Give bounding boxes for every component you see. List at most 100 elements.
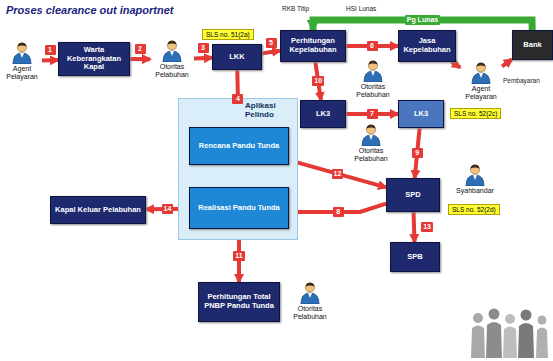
note-label: RKB Titip [282,5,309,12]
actor-label: Otoritas Pelabuhan [350,147,392,162]
person-head [17,43,26,52]
person-hair [18,43,27,47]
box-label: Perhitungan Kepelabuhan [284,37,342,54]
panel-heading: Aplikasi Pelindo [245,102,293,120]
process-box: LK3 [300,100,346,128]
step-number: 8 [333,207,344,217]
person-collar [369,135,373,140]
person-icon [298,282,322,304]
person-icon [160,40,184,62]
person-collar [20,53,24,58]
person-collar [473,175,477,180]
flow-arrow [262,51,280,54]
person-icon [359,124,383,146]
person-body [364,71,382,82]
silhouette-head [505,314,515,324]
actor-figure: Otoritas Pelabuhan [352,60,394,98]
silhouette-body [536,328,548,359]
actor-label: Agent Pelayaran [460,85,502,100]
person-head [305,283,314,292]
box-label: Rencana Pandu Tunda [199,142,279,151]
note-tag: SLS no. 51(2a) [202,29,254,40]
process-box: Realisasi Pandu Tunda [189,187,289,229]
box-label: Bank [523,41,541,50]
process-box: Bank [512,30,553,60]
process-box: LK3 [398,100,444,128]
silhouette-head [489,309,500,320]
person-body [13,53,31,64]
actor-figure: Syahbandar [452,164,498,195]
actor-figure: Otoritas Pelabuhan [288,282,332,320]
note-text: SLS no. 52(2d) [452,206,496,213]
flow-arrow [502,59,512,66]
person-hair [168,41,177,45]
step-number: 6 [367,41,378,51]
process-box: Perhitungan Total PNBP Pandu Tunda [198,282,280,322]
note-label: Pembayaran [503,77,540,84]
box-label: LKK [229,53,244,62]
silhouette-body [471,326,485,359]
actor-label: Otoritas Pelabuhan [150,63,194,78]
note-tag: SLS no. 52(2c) [450,108,501,119]
step-number: 4 [232,94,243,104]
step-number: 13 [421,222,433,232]
person-head [368,61,377,70]
note-text: SLS no. 51(2a) [206,31,250,38]
process-box: Perhitungan Kepelabuhan [280,30,346,62]
flow-arrow [194,56,212,61]
silhouette-head [521,310,532,321]
silhouette-head [538,316,547,325]
flow-arrow [42,58,58,62]
person-body [472,73,490,84]
step-number: 5 [266,38,277,48]
box-label: Perhitungan Total PNBP Pandu Tunda [202,293,276,310]
person-hair [369,61,378,65]
connectors [42,20,532,282]
person-body [362,135,380,146]
diagram-title: Proses clearance out inaportnet [6,4,174,16]
process-box: SPB [390,242,440,272]
silhouette-body [518,323,534,358]
step-number: 2 [135,44,146,54]
actor-figure: Otoritas Pelabuhan [350,124,392,162]
flow-arrow [130,57,150,61]
box-label: SPB [407,253,422,262]
actor-label: Agent Pelayaran [2,65,42,80]
flow-arrow [412,212,417,242]
flow-arrow [452,62,460,68]
person-icon [469,62,493,84]
step-number: 12 [332,169,344,179]
actor-label: Otoritas Pelabuhan [352,83,394,98]
process-box: SPD [386,178,440,212]
person-head [167,41,176,50]
person-icon [463,164,487,186]
person-icon [10,42,34,64]
box-label: SPD [405,191,420,200]
person-collar [170,51,174,56]
process-box: Kapal Keluar Pelabuhan [50,196,146,224]
step-number: 11 [233,251,244,261]
process-box: LKK [212,44,262,70]
actor-label: Syahbandar [452,187,498,195]
step-number: 1 [45,45,56,55]
person-collar [308,293,312,298]
note-label: HSI Lunas [346,5,376,12]
flow-arrow [289,160,386,187]
person-body [301,293,319,304]
silhouette-body [486,322,502,358]
process-box: Jasa Kepelabuhan [398,30,456,62]
box-label: Warta Keberangkatan Kapal [62,46,126,72]
box-label: Kapal Keluar Pelabuhan [55,206,141,215]
note-text: SLS no. 52(2c) [454,110,497,117]
group-panel: Aplikasi PelindoRencana Pandu TundaReali… [178,98,298,240]
process-box: Warta Keberangkatan Kapal [58,42,130,76]
person-hair [477,63,486,67]
silhouette-body [503,327,517,359]
box-label: LK3 [316,110,330,119]
person-icon [361,60,385,82]
person-head [470,165,479,174]
person-collar [479,73,483,78]
step-number: 7 [367,109,378,119]
box-label: Jasa Kepelabuhan [402,37,452,54]
